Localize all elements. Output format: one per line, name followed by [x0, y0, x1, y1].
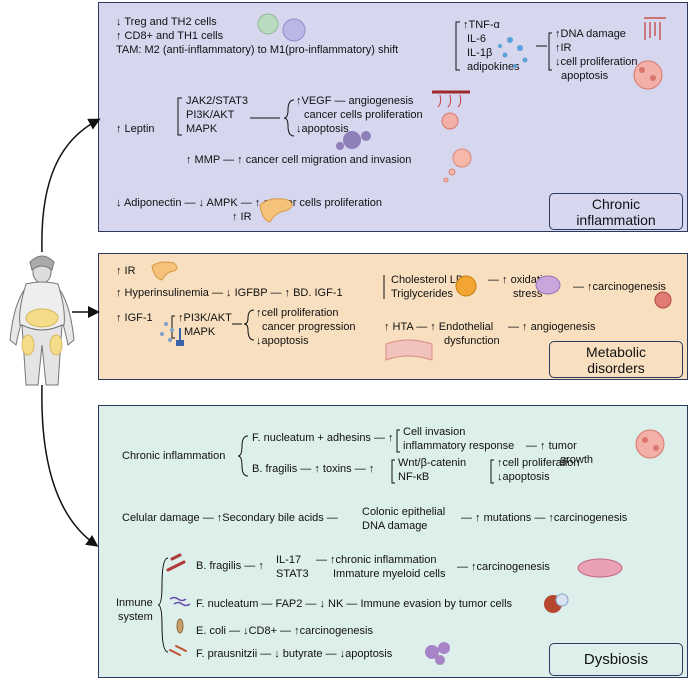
tam-line: TAM: M2 (anti-inflammatory) to M1(pro-in…: [116, 44, 399, 56]
bf2-il17: IL-17: [276, 554, 302, 566]
fnuc-adhesins: F. nucleatum + adhesins — ↑: [252, 432, 394, 444]
igf-effect-apoptosis: ↓apoptosis: [256, 335, 309, 347]
effect-apoptosis: apoptosis: [561, 70, 609, 82]
celular-damage: Celular damage — ↑Secondary bile acids —: [122, 512, 338, 524]
hta-line: ↑ HTA — ↑ Endothelial: [384, 321, 494, 333]
hta-line-2: dysfunction: [444, 335, 500, 347]
cytokine-il1b: IL-1β: [467, 47, 493, 59]
leptin-effect-prolif: cancer cells proliferation: [304, 109, 423, 121]
ecoli-line: E. coli — ↓CD8+ — ↑carcinogenesis: [196, 625, 373, 637]
bfrag-toxins: B. fragilis — ↑ toxins — ↑: [252, 463, 375, 475]
effect-ir: ↑IR: [555, 42, 572, 54]
dysbiosis-panel: [98, 405, 688, 678]
chronic-title-text: Chronic inflammation: [576, 195, 656, 228]
igf1-label: ↑ IGF-1: [116, 312, 153, 324]
mmp-line: ↑ MMP — ↑ cancer cell migration and inva…: [186, 154, 412, 166]
colonic-dna: DNA damage: [362, 520, 428, 532]
cytokine-il6: IL-6: [467, 33, 486, 45]
fnuc-cell-invasion: Cell invasion: [403, 426, 466, 438]
leptin-path-jak: JAK2/STAT3: [186, 95, 248, 107]
dysbiosis-chronic-label: Chronic inflammation: [122, 450, 226, 462]
colonic-epithelial: Colonic epithelial: [362, 506, 446, 518]
bf2-myeloid: Immature myeloid cells: [333, 568, 446, 580]
oxidative-stress: — ↑ oxidative: [488, 274, 555, 286]
bfrag-apoptosis: ↓apoptosis: [497, 471, 550, 483]
cytokine-adipokines: adipokines: [467, 61, 520, 73]
bf2-line: B. fragilis — ↑: [196, 560, 264, 572]
metabolic-carcinogenesis: — ↑carcinogenesis: [573, 281, 666, 293]
igf-path-pi3k: ↑PI3K/AKT: [178, 312, 232, 324]
triglycerides: Triglycerides: [391, 288, 453, 300]
leptin-effect-vegf: ↑VEGF — angiogenesis: [296, 95, 414, 107]
adiponectin-ir: ↑ IR: [232, 211, 252, 223]
immune-label-2: system: [118, 611, 153, 623]
tumor-growth: — ↑ tumor: [526, 440, 577, 452]
bf2-chronic: — ↑chronic inflammation: [316, 554, 437, 566]
fnuc-inflammatory: inflammatory response: [403, 440, 515, 452]
fpraus-line: F. prausnitzii — ↓ butyrate — ↓apoptosis: [196, 648, 393, 660]
leptin-path-mapk: MAPK: [186, 123, 218, 135]
treg-line: ↓ Treg and TH2 cells: [116, 16, 217, 28]
metabolic-ir: ↑ IR: [116, 265, 136, 277]
chol-ldl: Cholesterol LDL: [391, 274, 470, 286]
cd8-line: ↑ CD8+ and TH1 cells: [116, 30, 224, 42]
metabolic-disorders-title: Metabolic disorders: [549, 341, 683, 378]
bfrag-prolif: ↑cell proliferation: [497, 457, 580, 469]
bf2-carcinogenesis: — ↑carcinogenesis: [457, 561, 550, 573]
angiogenesis: — ↑ angiogenesis: [508, 321, 596, 333]
bfrag-wnt: Wnt/β-catenin: [398, 457, 467, 469]
fn2-line: F. nucleatum — FAP2 — ↓ NK — Immune evas…: [196, 598, 513, 610]
metabolic-title-text: Metabolic disorders: [586, 343, 646, 376]
leptin-effect-apoptosis: ↓apoptosis: [296, 123, 349, 135]
effect-cell-prolif: ↓cell proliferation: [555, 56, 638, 68]
mutations-line: — ↑ mutations — ↑carcinogenesis: [461, 512, 628, 524]
hyperinsulinemia-line: ↑ Hyperinsulinemia — ↓ IGFBP — ↑ BD. IGF…: [116, 287, 343, 299]
bfrag-nfkb: NF-κB: [398, 471, 430, 483]
dysbiosis-title: Dysbiosis: [549, 643, 683, 676]
tumor-growth-2: growth: [560, 454, 594, 466]
igf-effect-progression: cancer progression: [262, 321, 356, 333]
effect-dna-damage: ↑DNA damage: [555, 28, 626, 40]
igf-path-mapk: MAPK: [184, 326, 216, 338]
chronic-inflammation-title: Chronic inflammation: [549, 193, 683, 230]
arrow-to-chronic: [41, 118, 101, 253]
dysbiosis-title-text: Dysbiosis: [583, 650, 649, 668]
obese-person-icon: [9, 255, 75, 386]
adiponectin-line: ↓ Adiponectin — ↓ AMPK — ↑ cancer cells …: [116, 197, 382, 209]
bf2-stat3: STAT3: [276, 568, 309, 580]
leptin-label: ↑ Leptin: [116, 123, 155, 135]
leptin-path-pi3k: PI3K/AKT: [186, 109, 235, 121]
igf-effect-prolif: ↑cell proliferation: [256, 307, 339, 319]
immune-label: Inmune: [116, 597, 153, 609]
oxidative-stress-2: stress: [513, 288, 543, 300]
cytokine-tnf: ↑TNF-α: [463, 19, 500, 31]
arrow-to-dysbiosis: [41, 384, 99, 547]
